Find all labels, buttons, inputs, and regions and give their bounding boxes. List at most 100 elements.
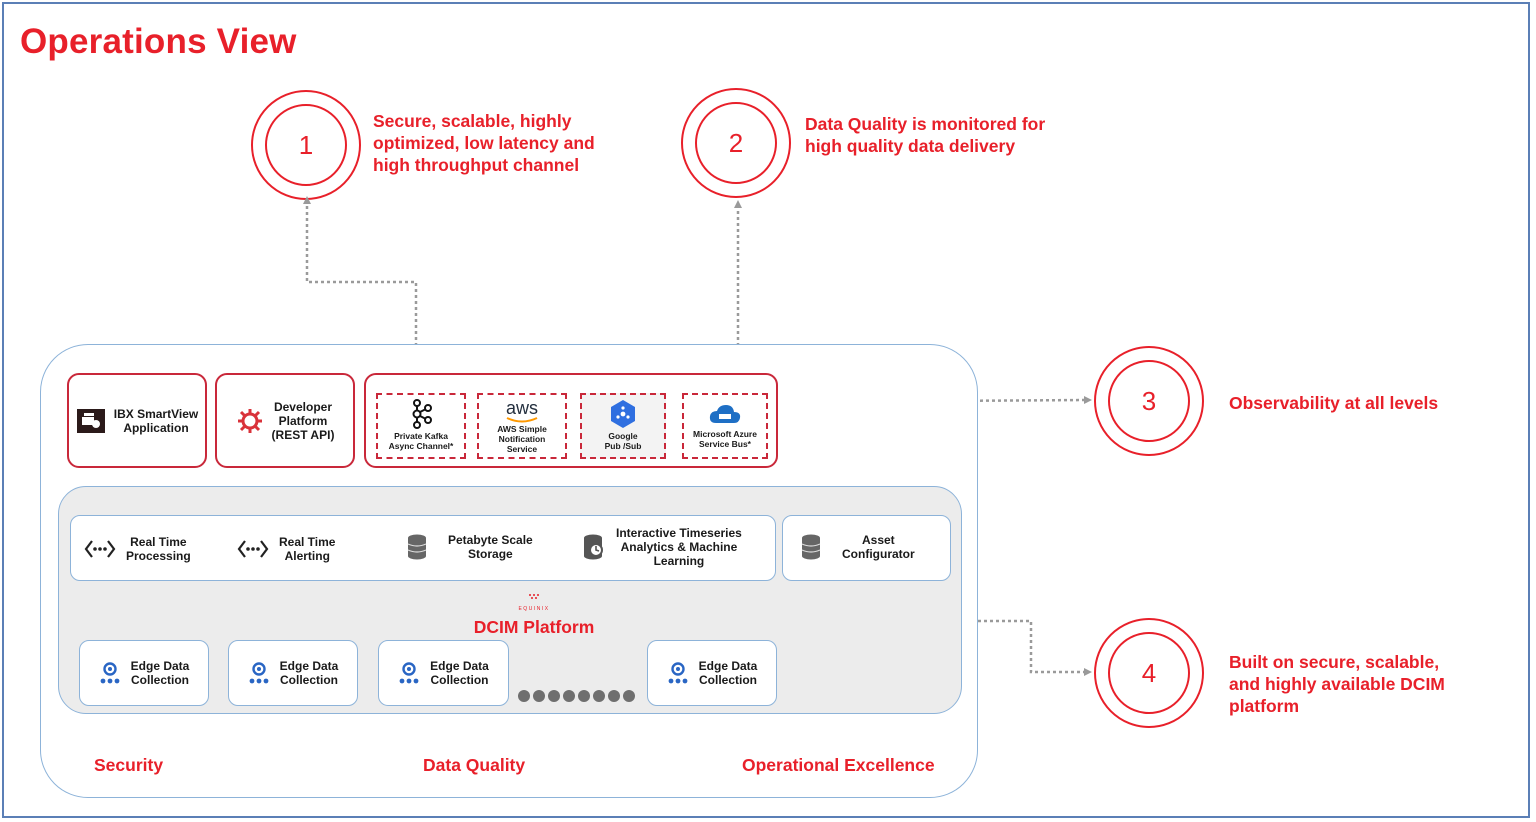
label-line: Edge Data — [130, 659, 190, 673]
smartview-app-box: IBX SmartView Application — [67, 373, 207, 468]
edge-collection-icon — [667, 661, 689, 685]
pillar-operational-excellence: Operational Excellence — [742, 755, 935, 775]
callout-4-number: 4 — [1108, 632, 1190, 714]
azure-cloud-icon — [708, 403, 742, 425]
ellipsis-dot — [608, 690, 620, 702]
callout-3-badge: 3 — [1094, 346, 1204, 456]
developer-platform-box: Developer Platform (REST API) — [215, 373, 355, 468]
smartview-app-icon — [76, 408, 106, 434]
ellipsis-dot — [578, 690, 590, 702]
callout-2-text: Data Quality is monitored for high quali… — [805, 113, 1045, 157]
aws-logo: aws — [505, 398, 538, 418]
label-line: Collection — [430, 673, 489, 687]
label-line: Edge Data — [698, 659, 758, 673]
callout-4-line: Built on secure, scalable, — [1229, 652, 1440, 672]
label-line: Collection — [698, 673, 757, 687]
edge-collection-icon — [248, 661, 270, 685]
label-line: Microsoft Azure — [693, 429, 757, 439]
dcim-platform-name: DCIM Platform — [473, 617, 595, 637]
more-edge-collectors-indicator — [518, 690, 635, 702]
ellipsis-dot — [518, 690, 530, 702]
label-line: Processing — [126, 549, 191, 563]
label-line: Service — [506, 444, 538, 454]
messaging-channels-group: Private Kafka Async Channel* aws AWS Sim… — [364, 373, 778, 468]
callout-1-line: optimized, low latency and — [373, 133, 595, 153]
callout-4-badge: 4 — [1094, 618, 1204, 728]
label-line: Private Kafka — [394, 431, 448, 441]
services-box — [70, 515, 776, 581]
label-line: Alerting — [284, 549, 330, 563]
label-line: Service Bus* — [699, 439, 751, 449]
callout-2-line: Data Quality is monitored for — [805, 114, 1046, 134]
dcim-platform-label: EQUINIX DCIM Platform — [434, 588, 634, 638]
label-line: IBX SmartView — [113, 406, 199, 421]
label-line: Interactive Timeseries — [616, 526, 742, 540]
label-line: (REST API) — [271, 427, 335, 442]
kafka-icon — [409, 399, 433, 429]
label-line: Google — [608, 431, 638, 441]
kafka-channel: Private Kafka Async Channel* — [376, 393, 466, 459]
service-petabyte-storage: Petabyte Scale Storage — [406, 533, 533, 561]
arrow-to-callout-1 — [303, 196, 418, 370]
label-line: Analytics & Machine — [620, 540, 738, 554]
label-line: Learning — [653, 554, 705, 568]
label-line: Async Channel* — [388, 441, 454, 451]
label-line: Platform — [278, 413, 328, 428]
edge-data-collection-box: Edge Data Collection — [378, 640, 509, 706]
smartview-label: IBX SmartView Application — [114, 407, 198, 435]
label-line: Edge Data — [279, 659, 339, 673]
callout-2-badge: 2 — [681, 88, 791, 198]
page-title: Operations View — [20, 22, 297, 61]
database-icon — [406, 533, 428, 561]
ellipsis-dot — [593, 690, 605, 702]
database-icon — [800, 533, 822, 561]
callout-1-text: Secure, scalable, highly optimized, low … — [373, 110, 595, 176]
label-line: Notification — [498, 434, 546, 444]
label-line: Edge Data — [430, 659, 489, 673]
analytics-db-icon — [582, 533, 606, 561]
edge-data-collection-box: Edge Data Collection — [79, 640, 209, 706]
ellipsis-dot — [548, 690, 560, 702]
service-asset-configurator: Asset Configurator — [800, 533, 915, 561]
aws-sns-channel: aws AWS Simple Notification Service — [477, 393, 567, 459]
equinix-logo-icon — [527, 593, 541, 601]
equinix-brand: EQUINIX — [518, 606, 550, 612]
callout-4-line: platform — [1229, 696, 1299, 716]
label-line: Petabyte Scale — [448, 533, 533, 547]
ellipsis-dot — [563, 690, 575, 702]
callout-3-line: Observability at all levels — [1229, 393, 1439, 413]
edge-data-collection-box: Edge Data Collection — [647, 640, 777, 706]
label-line: Pub /Sub — [604, 441, 642, 451]
callout-1-number: 1 — [265, 104, 347, 186]
label-line: Application — [123, 420, 189, 435]
edge-collection-icon — [398, 661, 420, 685]
callout-4-text: Built on secure, scalable, and highly av… — [1229, 651, 1445, 717]
label-line: Real Time — [130, 535, 187, 549]
ellipsis-dot — [533, 690, 545, 702]
label-line: Collection — [279, 673, 338, 687]
label-line: Real Time — [279, 535, 336, 549]
callout-1-line: high throughput channel — [373, 155, 580, 175]
service-realtime-alerting: Real Time Alerting — [237, 535, 335, 563]
pillar-security: Security — [94, 755, 164, 775]
edge-data-collection-box: Edge Data Collection — [228, 640, 358, 706]
google-pubsub-icon — [608, 399, 638, 429]
label-line: Collection — [130, 673, 189, 687]
arrow-to-callout-4 — [966, 619, 1092, 676]
aws-smile-icon — [505, 417, 539, 424]
service-realtime-processing: Real Time Processing — [84, 535, 191, 563]
callout-3-text: Observability at all levels — [1229, 392, 1438, 414]
callout-1-line: Secure, scalable, highly — [373, 111, 572, 131]
edge-collection-icon — [99, 661, 121, 685]
callout-3-number: 3 — [1108, 360, 1190, 442]
ellipsis-dot — [623, 690, 635, 702]
label-line: Asset — [861, 533, 895, 547]
pillar-data-quality: Data Quality — [423, 755, 526, 775]
callout-2-number: 2 — [695, 102, 777, 184]
label-line: AWS Simple — [497, 424, 547, 434]
label-line: Storage — [468, 547, 513, 561]
service-timeseries-analytics: Interactive Timeseries Analytics & Machi… — [582, 526, 742, 568]
code-brackets-icon — [84, 539, 116, 559]
label-line: Configurator — [842, 547, 915, 561]
